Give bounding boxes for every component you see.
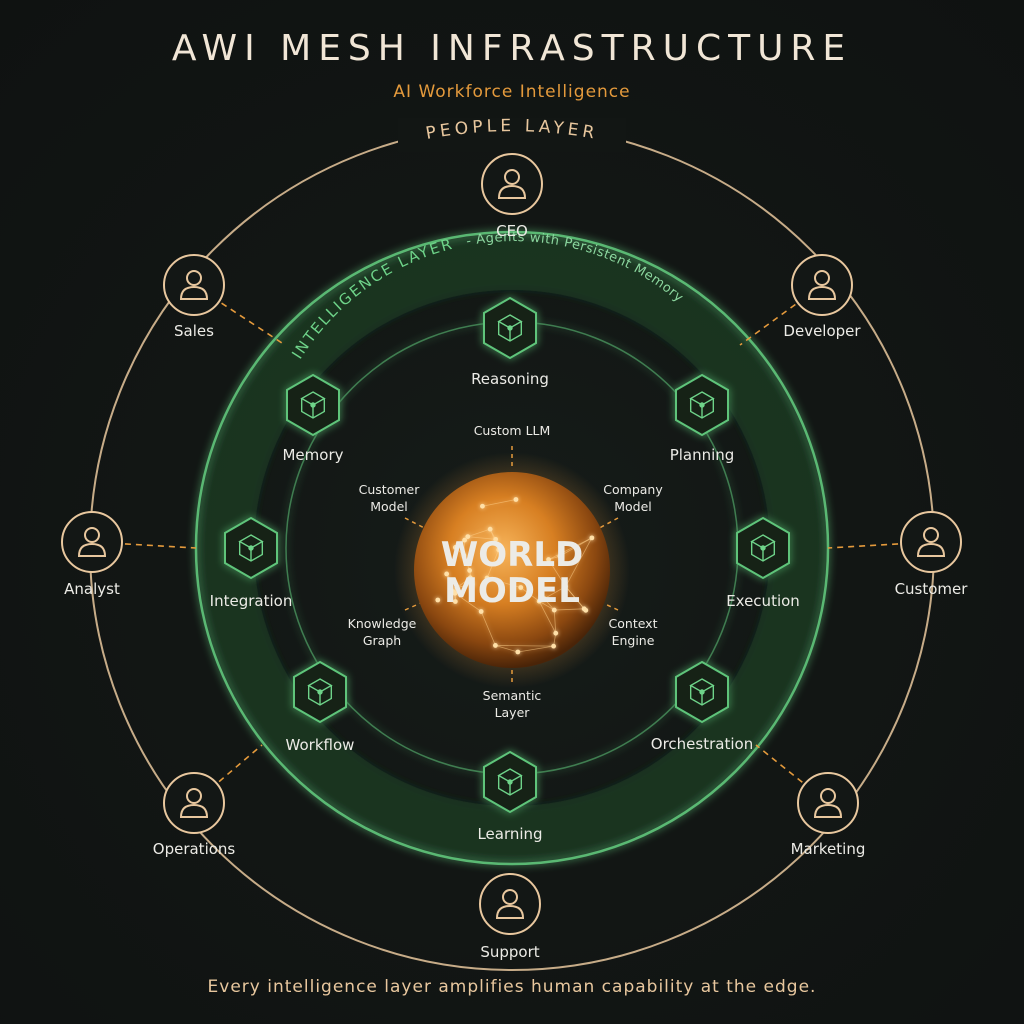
cube-icon xyxy=(497,768,523,796)
person-icon xyxy=(179,788,209,818)
agent-label: Learning xyxy=(477,825,542,843)
svg-text:Company: Company xyxy=(603,482,663,497)
agent-node-execution[interactable]: Execution xyxy=(726,516,800,610)
world-model-line1: WORLD xyxy=(441,535,583,575)
agent-node-orchestration[interactable]: Orchestration xyxy=(651,660,753,753)
person-icon xyxy=(497,169,527,199)
cube-icon xyxy=(497,314,523,342)
person-icon xyxy=(179,270,209,300)
diagram-subtitle: AI Workforce Intelligence xyxy=(393,82,631,102)
person-node-developer[interactable]: Developer xyxy=(783,254,861,340)
cube-icon xyxy=(300,391,326,419)
svg-text:Customer: Customer xyxy=(359,482,421,497)
agent-node-memory[interactable]: Memory xyxy=(282,373,344,464)
cube-icon xyxy=(689,678,715,706)
agent-label: Memory xyxy=(282,446,343,464)
person-node-support[interactable]: Support xyxy=(479,873,541,961)
people-layer-label-bg xyxy=(398,118,626,152)
svg-text:Model: Model xyxy=(370,499,408,514)
cube-icon xyxy=(689,391,715,419)
svg-text:Graph: Graph xyxy=(363,633,401,648)
svg-text:Knowledge: Knowledge xyxy=(348,616,417,631)
person-node-ceo[interactable]: CEO xyxy=(481,153,543,240)
agent-label: Orchestration xyxy=(651,735,753,753)
svg-text:Layer: Layer xyxy=(495,705,531,720)
svg-text:Model: Model xyxy=(614,499,652,514)
agent-node-reasoning[interactable]: Reasoning xyxy=(471,296,549,388)
agent-label: Integration xyxy=(210,592,293,610)
person-icon xyxy=(495,889,525,919)
world-model-inputs: Custom LLM CompanyModelContextEngineSeman… xyxy=(348,423,664,720)
diagram-title: AWI MESH INFRASTRUCTURE xyxy=(171,28,853,69)
agent-nodes: ReasoningPlanningExecutionOrchestrationL… xyxy=(210,296,800,843)
agent-node-integration[interactable]: Integration xyxy=(210,516,293,610)
world-model-line2: MODEL xyxy=(444,571,580,611)
person-label: Developer xyxy=(783,322,861,340)
agent-label: Reasoning xyxy=(471,370,549,388)
person-icon xyxy=(813,788,843,818)
person-label: Operations xyxy=(153,840,236,858)
agent-label: Workflow xyxy=(286,736,355,754)
svg-text:Custom LLM: Custom LLM xyxy=(474,423,551,438)
agent-node-workflow[interactable]: Workflow xyxy=(286,660,355,754)
cube-icon xyxy=(750,534,776,562)
diagram-footer: Every intelligence layer amplifies human… xyxy=(207,977,817,997)
agent-label: Execution xyxy=(726,592,800,610)
person-node-customer[interactable]: Customer xyxy=(895,511,969,598)
person-icon xyxy=(807,270,837,300)
svg-text:Semantic: Semantic xyxy=(483,688,542,703)
person-node-marketing[interactable]: Marketing xyxy=(791,772,866,858)
person-label: Customer xyxy=(895,580,969,598)
person-node-analyst[interactable]: Analyst xyxy=(61,511,123,598)
world-model-sphere: WORLD MODEL xyxy=(394,452,630,688)
person-node-operations[interactable]: Operations xyxy=(153,772,236,858)
person-label: Support xyxy=(480,943,539,961)
svg-text:Engine: Engine xyxy=(612,633,655,648)
person-label: Marketing xyxy=(791,840,866,858)
agent-label: Planning xyxy=(670,446,735,464)
person-label: CEO xyxy=(496,222,528,240)
person-label: Sales xyxy=(174,322,214,340)
agent-node-learning[interactable]: Learning xyxy=(477,750,543,843)
connector-line xyxy=(193,284,286,346)
person-node-sales[interactable]: Sales xyxy=(163,254,225,340)
person-icon xyxy=(77,527,107,557)
world-input-custom-llm: Custom LLM xyxy=(474,423,551,438)
svg-text:Context: Context xyxy=(609,616,658,631)
cube-icon xyxy=(238,534,264,562)
agent-node-planning[interactable]: Planning xyxy=(670,373,735,464)
cube-icon xyxy=(307,678,333,706)
person-icon xyxy=(916,527,946,557)
person-label: Analyst xyxy=(64,580,120,598)
